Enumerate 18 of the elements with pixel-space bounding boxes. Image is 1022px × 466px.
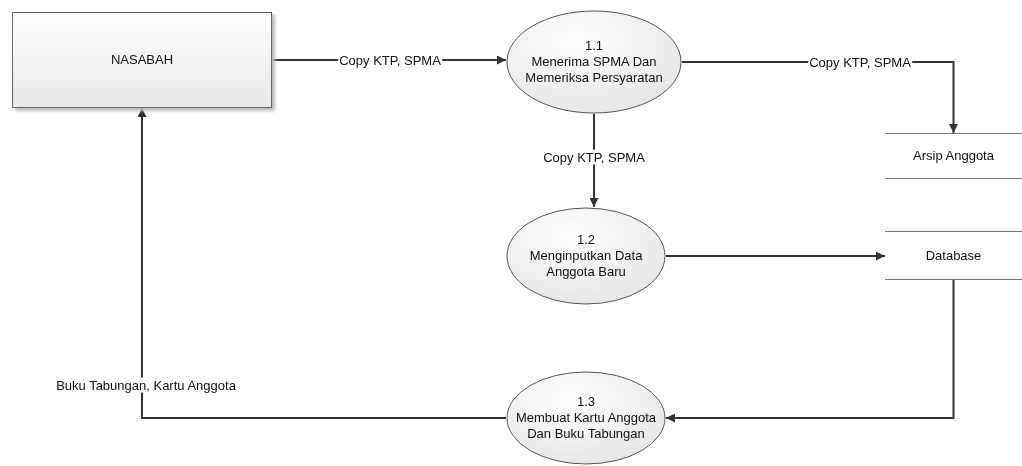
arrow (589, 113, 599, 208)
node-label: Membuat Kartu Anggota Dan Buku Tabungan (514, 410, 658, 442)
node-label: Arsip Anggota (913, 148, 994, 164)
process-number: 1.2 (576, 232, 596, 248)
node-label: NASABAH (110, 52, 174, 68)
process-number: 1.3 (576, 394, 596, 410)
node-label: Menerima SPMA Dan Memeriksa Persyaratan (524, 54, 664, 86)
arrow (137, 107, 507, 419)
edge-label: Copy KTP, SPMA (542, 149, 646, 165)
external-entity-box (12, 12, 272, 108)
data-store (885, 133, 1022, 179)
edge-label: Buku Tabungan, Kartu Anggota (55, 377, 237, 393)
arrow (665, 251, 886, 261)
node-label: Menginputkan Data Anggota Baru (528, 248, 644, 280)
process-number: 1.1 (584, 38, 604, 54)
node-label: Database (925, 247, 982, 264)
arrow (665, 279, 955, 423)
data-store (885, 231, 1022, 280)
